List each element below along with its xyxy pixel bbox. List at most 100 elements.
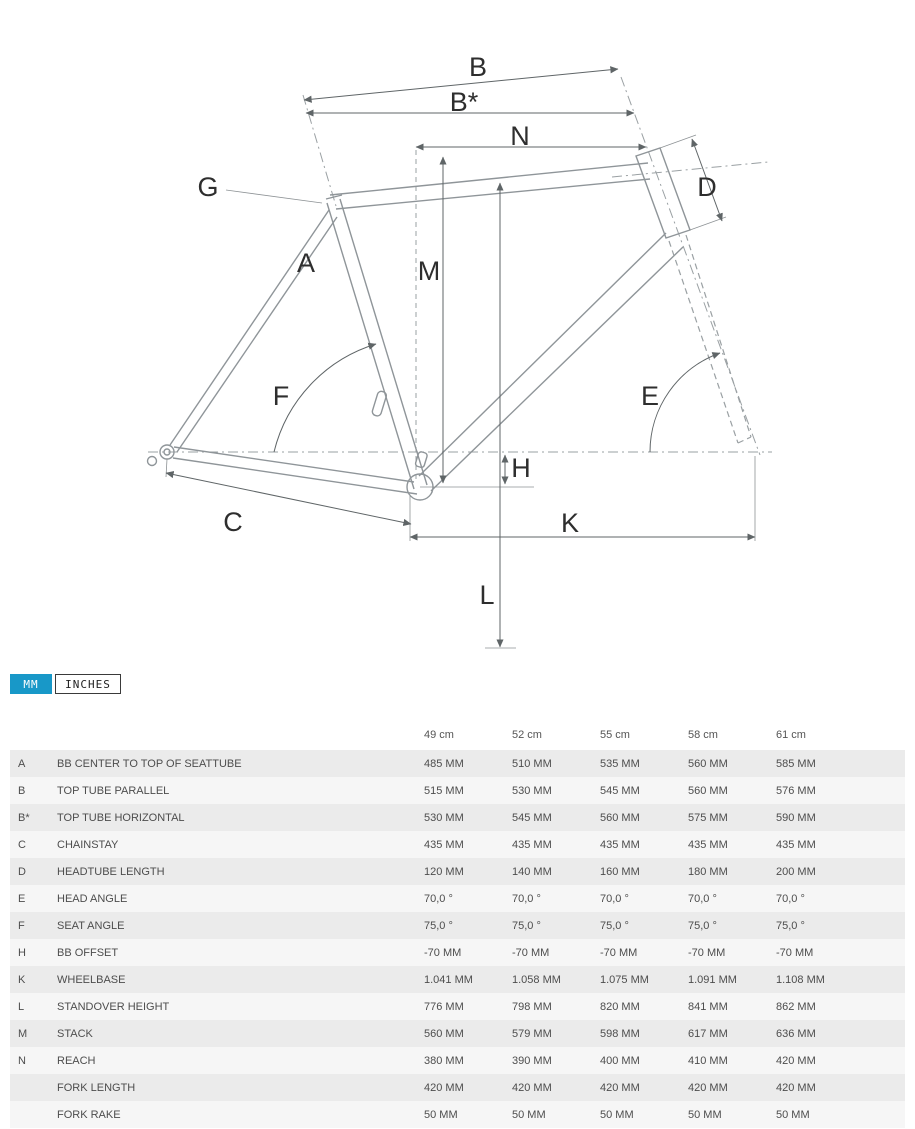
- row-letter: H: [18, 946, 26, 959]
- row-value: 75,0 °: [512, 919, 541, 932]
- row-label: REACH: [57, 1054, 96, 1067]
- row-value: 70,0 °: [600, 892, 629, 905]
- row-label: FORK RAKE: [57, 1108, 121, 1121]
- row-value: 560 MM: [600, 811, 640, 824]
- row-value: 575 MM: [688, 811, 728, 824]
- row-letter: B*: [18, 811, 30, 824]
- dim-label-l: L: [479, 580, 494, 610]
- row-value: 200 MM: [776, 865, 816, 878]
- row-letter: D: [18, 865, 26, 878]
- row-letter: N: [18, 1054, 26, 1067]
- dim-label-f: F: [273, 381, 290, 411]
- row-label: BB OFFSET: [57, 946, 119, 959]
- row-letter: E: [18, 892, 26, 905]
- row-value: 435 MM: [600, 838, 640, 851]
- row-value: 160 MM: [600, 865, 640, 878]
- row-value: 180 MM: [688, 865, 728, 878]
- row-letter: M: [18, 1027, 28, 1040]
- row-value: 50 MM: [600, 1108, 634, 1121]
- row-value: 560 MM: [424, 1027, 464, 1040]
- dim-label-b-star: B*: [450, 87, 479, 117]
- row-label: BB CENTER TO TOP OF SEATTUBE: [57, 757, 242, 770]
- dim-label-b: B: [469, 52, 487, 82]
- row-value: 420 MM: [688, 1081, 728, 1094]
- row-value: -70 MM: [776, 946, 814, 959]
- row-value: 435 MM: [776, 838, 816, 851]
- row-value: 420 MM: [424, 1081, 464, 1094]
- dim-label-k: K: [561, 508, 579, 538]
- row-value: -70 MM: [424, 946, 462, 959]
- axis-lines: [148, 76, 772, 483]
- inches-toggle-button[interactable]: INCHES: [55, 674, 121, 694]
- row-label: HEADTUBE LENGTH: [57, 865, 165, 878]
- row-value: 70,0 °: [776, 892, 805, 905]
- row-value: 50 MM: [512, 1108, 546, 1121]
- row-label: WHEELBASE: [57, 973, 126, 986]
- row-label: STACK: [57, 1027, 93, 1040]
- row-value: 598 MM: [600, 1027, 640, 1040]
- row-value: 70,0 °: [512, 892, 541, 905]
- row-value: 776 MM: [424, 1000, 464, 1013]
- row-value: 50 MM: [688, 1108, 722, 1121]
- row-label: SEAT ANGLE: [57, 919, 125, 932]
- row-letter: B: [18, 784, 26, 797]
- row-letter: K: [18, 973, 26, 986]
- row-value: 435 MM: [424, 838, 464, 851]
- row-value: 1.108 MM: [776, 973, 825, 986]
- row-value: 1.041 MM: [424, 973, 473, 986]
- row-value: 576 MM: [776, 784, 816, 797]
- row-label: TOP TUBE PARALLEL: [57, 784, 170, 797]
- row-value: 545 MM: [600, 784, 640, 797]
- row-value: 535 MM: [600, 757, 640, 770]
- dim-label-d: D: [697, 172, 717, 202]
- row-value: 545 MM: [512, 811, 552, 824]
- row-value: 560 MM: [688, 784, 728, 797]
- row-value: 530 MM: [512, 784, 552, 797]
- row-letter: A: [18, 757, 26, 770]
- row-value: 70,0 °: [688, 892, 717, 905]
- row-label: TOP TUBE HORIZONTAL: [57, 811, 185, 824]
- dimension-labels: B B* N G D A M F E H C K L: [197, 52, 716, 610]
- row-letter: L: [18, 1000, 25, 1013]
- row-letter: C: [18, 838, 26, 851]
- size-column-header: 61 cm: [768, 720, 905, 750]
- row-value: 636 MM: [776, 1027, 816, 1040]
- row-value: 510 MM: [512, 757, 552, 770]
- row-value: 75,0 °: [688, 919, 717, 932]
- table-row: FORK RAKE 50 MM 50 MM 50 MM 50 MM 50 MM: [10, 1101, 905, 1128]
- row-value: -70 MM: [600, 946, 638, 959]
- row-value: 410 MM: [688, 1054, 728, 1067]
- row-letter: [10, 1074, 49, 1101]
- row-value: 435 MM: [512, 838, 552, 851]
- geometry-diagram: B B* N G D A M F E H C K L: [146, 52, 772, 649]
- row-value: 1.075 MM: [600, 973, 649, 986]
- row-value: 435 MM: [688, 838, 728, 851]
- header-spacer-label: [49, 720, 416, 750]
- extension-lines: [165, 134, 756, 649]
- row-value: 579 MM: [512, 1027, 552, 1040]
- row-value: 75,0 °: [424, 919, 453, 932]
- row-value: 140 MM: [512, 865, 552, 878]
- row-label: FORK LENGTH: [57, 1081, 136, 1094]
- frame-outline: [146, 147, 752, 501]
- size-column-header: 49 cm: [416, 720, 504, 750]
- row-value: 390 MM: [512, 1054, 552, 1067]
- dim-label-h: H: [511, 453, 531, 483]
- row-value: -70 MM: [688, 946, 726, 959]
- row-value: 50 MM: [776, 1108, 810, 1121]
- row-value: 120 MM: [424, 865, 464, 878]
- row-value: 50 MM: [424, 1108, 458, 1121]
- row-value: 560 MM: [688, 757, 728, 770]
- mm-toggle-button[interactable]: MM: [10, 674, 52, 694]
- row-value: 420 MM: [512, 1081, 552, 1094]
